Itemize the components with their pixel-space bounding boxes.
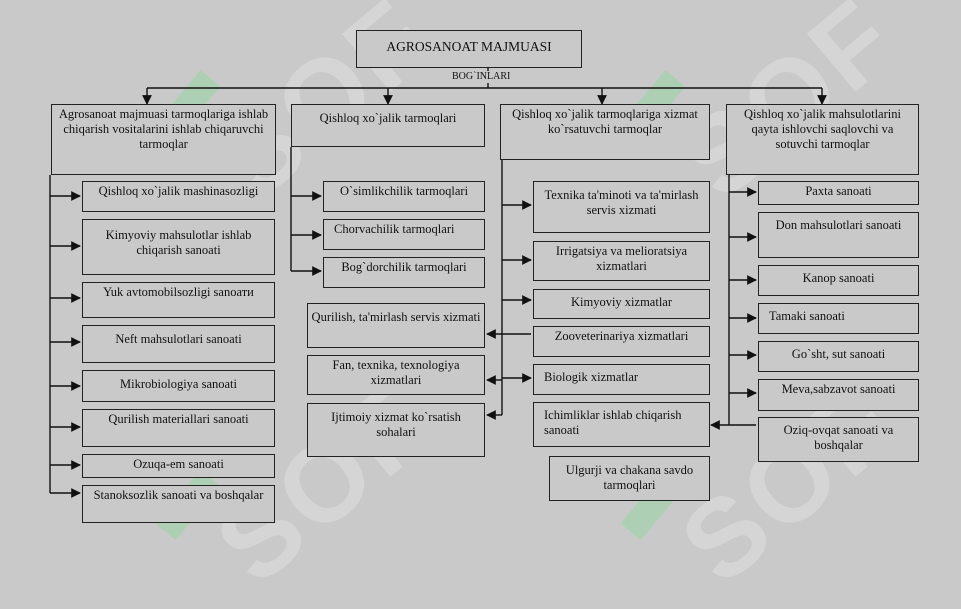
root-box: AGROSANOAT MAJMUASI (356, 30, 582, 68)
list-item: Ulgurji va chakana savdo tarmoqlari (549, 456, 710, 501)
list-item: O`simlikchilik tarmoqlari (323, 181, 485, 212)
branch-header-production-means: Agrosanoat majmuasi tarmoqlariga ishlab … (51, 104, 276, 175)
branch-header-agriculture: Qishloq xo`jalik tarmoqlari (291, 104, 485, 147)
list-item: Kanop sanoati (758, 265, 919, 296)
list-item: Biologik xizmatlar (533, 364, 710, 395)
list-item: Fan, texnika, texnologiya xizmatlari (307, 355, 485, 395)
connector-lines (49, 68, 827, 498)
list-item: Don mahsulotlari sanoati (758, 212, 919, 258)
list-item: Kimyoviy xizmatlar (533, 289, 710, 319)
list-item: Bog`dorchilik tarmoqlari (323, 257, 485, 288)
list-item: Ichimliklar ishlab chiqarish sanoati (533, 402, 710, 447)
list-item: Mikrobiologiya sanoati (82, 370, 275, 402)
list-item: Neft mahsulotlari sanoati (82, 325, 275, 363)
list-item: Zooveterinariya xizmatlari (533, 326, 710, 357)
list-item: Paxta sanoati (758, 181, 919, 205)
list-item: Tamaki sanoati (758, 303, 919, 334)
list-item: Kimyoviy mahsulotlar ishlab chiqarish sa… (82, 219, 275, 275)
list-item: Texnika ta'minoti va ta'mirlash servis x… (533, 181, 710, 233)
list-item: Qishloq xo`jalik mashinasozligi (82, 181, 275, 212)
branch-header-services: Qishloq xo`jalik tarmoqlariga xizmat ko`… (500, 104, 710, 160)
connector-label: BOG`INLARI (450, 71, 513, 83)
list-item: Qurilish materiallari sanoati (82, 409, 275, 447)
list-item: Stanoksozlik sanoati va boshqalar (82, 485, 275, 523)
list-item: Qurilish, ta'mirlash servis xizmati (307, 303, 485, 348)
list-item: Irrigatsiya va melioratsiya xizmatlari (533, 241, 710, 281)
list-item: Oziq-ovqat sanoati va boshqalar (758, 417, 919, 462)
list-item: Ozuqa-em sanoati (82, 454, 275, 478)
list-item: Go`sht, sut sanoati (758, 341, 919, 372)
list-item: Chorvachilik tarmoqlari (323, 219, 485, 250)
branch-header-processing: Qishloq xo`jalik mahsulotlarini qayta is… (726, 104, 919, 175)
list-item: Yuk avtomobilsozligi sanoати (82, 282, 275, 318)
list-item: Ijtimoiy xizmat ko`rsatish sohalari (307, 403, 485, 457)
list-item: Meva,sabzavot sanoati (758, 379, 919, 411)
